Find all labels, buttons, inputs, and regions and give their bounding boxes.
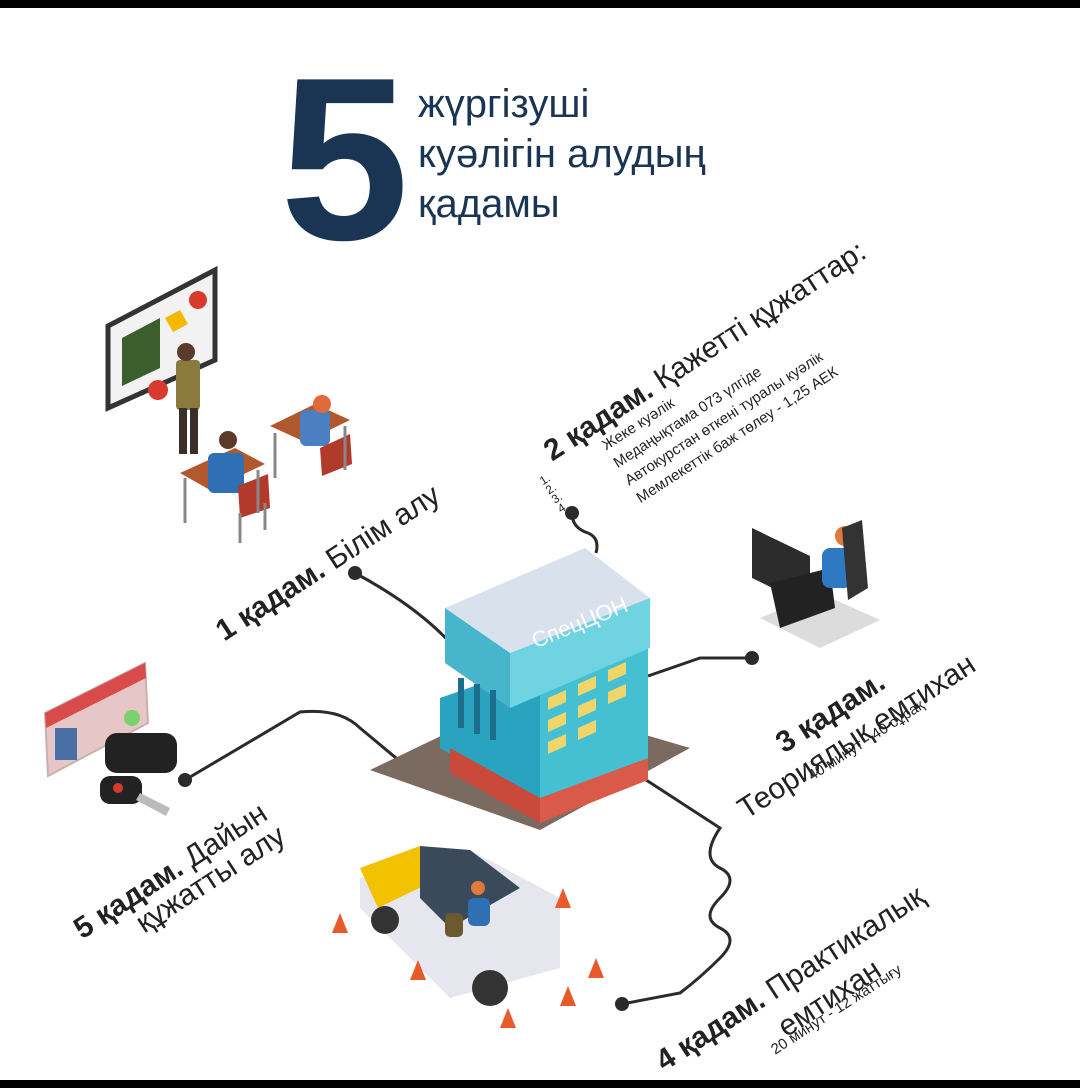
- license-key-illustration: [43, 661, 177, 816]
- car-illustration: [332, 846, 604, 1028]
- connector-step1: [354, 571, 457, 649]
- computer-exam-illustration: [752, 520, 880, 648]
- title-line-2: куәлігін алудың: [418, 132, 706, 176]
- connector-dot-step3: [745, 651, 759, 665]
- illustration-layer: [43, 265, 880, 1028]
- connector-step5: [184, 709, 421, 782]
- connector-dot-step4: [615, 997, 629, 1011]
- title-line-1: жүргізуші: [418, 82, 590, 126]
- title-line-3: қадамы: [418, 182, 560, 226]
- infographic: 5 жүргізуші куәлігін алудың қадамы 1 қад…: [0, 8, 1080, 1080]
- connector-step3: [647, 656, 752, 678]
- connector-step2: [570, 512, 599, 554]
- title-number: 5: [280, 30, 409, 289]
- connector-dot-step1: [348, 566, 362, 580]
- classroom-illustration: [105, 265, 352, 543]
- building-illustration: [370, 548, 690, 830]
- connector-dot-step2: [565, 506, 579, 520]
- connector-dot-step5: [178, 773, 192, 787]
- connector-step4: [621, 774, 732, 1006]
